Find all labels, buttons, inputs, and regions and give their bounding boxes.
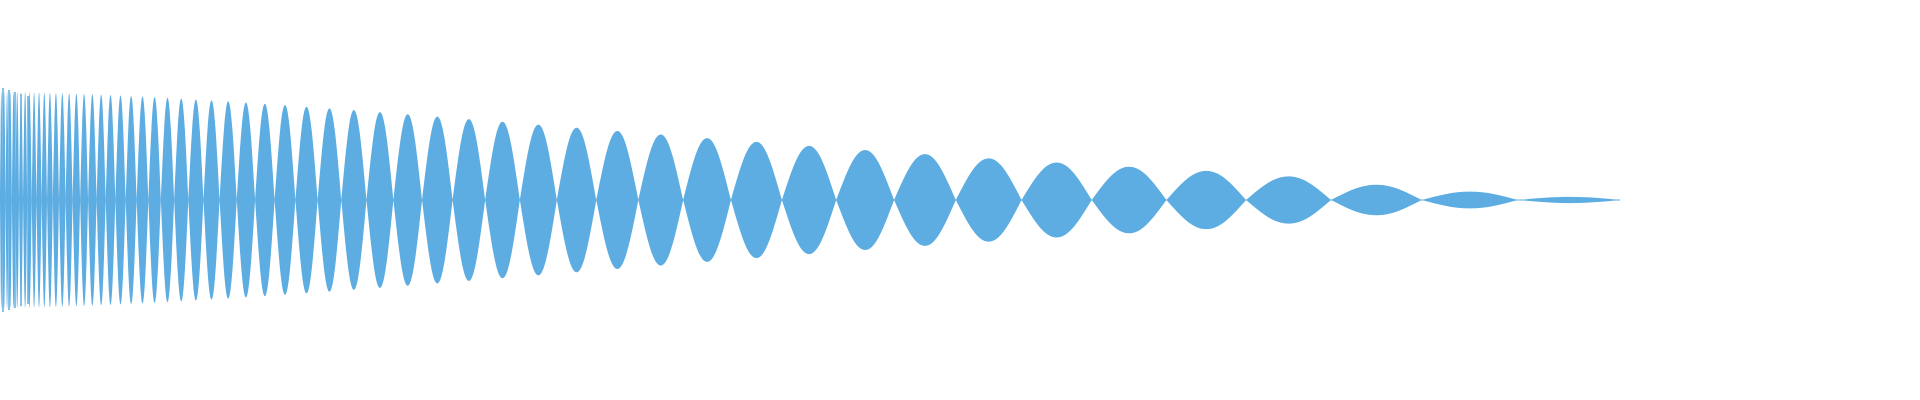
waveform-lobe: [452, 119, 486, 281]
waveform-lobe: [366, 112, 394, 288]
waveform-lobe: [317, 108, 342, 292]
waveform-lobe: [36, 92, 42, 308]
waveform-lobe: [72, 93, 81, 307]
waveform-lobe: [203, 100, 220, 300]
waveform-lobe: [148, 97, 161, 303]
waveform-lobe: [31, 92, 37, 308]
waveform-lobe: [730, 141, 782, 259]
waveform-lobe: [836, 149, 895, 251]
waveform-lobe: [485, 121, 520, 279]
waveform-lobe: [0, 92, 3, 308]
waveform-lobe: [274, 105, 296, 295]
waveform-lobe: [23, 92, 28, 308]
waveform-lobe: [683, 138, 731, 262]
waveform-lobe: [556, 127, 597, 273]
waveform-lobe: [136, 96, 149, 304]
waveform-lobe: [295, 106, 318, 294]
waveform-lobe: [15, 92, 20, 308]
waveform-lobe: [1166, 170, 1247, 230]
waveform-lobe: [88, 94, 97, 306]
waveform-lobe: [781, 145, 837, 255]
waveform-lobe: [47, 92, 53, 308]
waveform-lobe: [596, 131, 639, 269]
waveform-lobe: [1331, 184, 1422, 216]
waveform-lobe: [59, 93, 66, 307]
waveform-lobe: [174, 98, 189, 302]
waveform-lobe: [422, 116, 453, 284]
waveform-lobe: [1421, 191, 1519, 209]
waveform-lobe: [41, 92, 48, 308]
waveform-lobe: [955, 158, 1022, 242]
waveform-lobe: [219, 101, 237, 299]
waveform-lobe: [160, 97, 175, 303]
waveform-lobe: [1518, 196, 1621, 204]
waveform-lobe: [1246, 176, 1332, 224]
waveform-lobe: [115, 95, 126, 305]
waveform-lobe: [1091, 166, 1167, 234]
waveform-lobe: [188, 99, 204, 301]
waveform-lobe: [1021, 162, 1092, 238]
waveform-lobe: [105, 95, 116, 305]
waveform-lobe: [341, 110, 367, 290]
waveform-lobe: [96, 94, 106, 306]
waveform-lobe: [255, 103, 275, 297]
waveform-lobe: [894, 154, 956, 246]
waveform-lobe: [5, 92, 9, 308]
waveform-lobe: [638, 134, 684, 266]
waveform-lobe: [80, 93, 89, 307]
waveform-lobe: [52, 93, 60, 307]
waveform-lobe: [236, 102, 256, 298]
waveform-lobe: [519, 124, 557, 276]
waveform-lobe: [393, 114, 423, 286]
waveform-lobe: [65, 93, 73, 307]
waveform-lobe: [125, 95, 137, 305]
